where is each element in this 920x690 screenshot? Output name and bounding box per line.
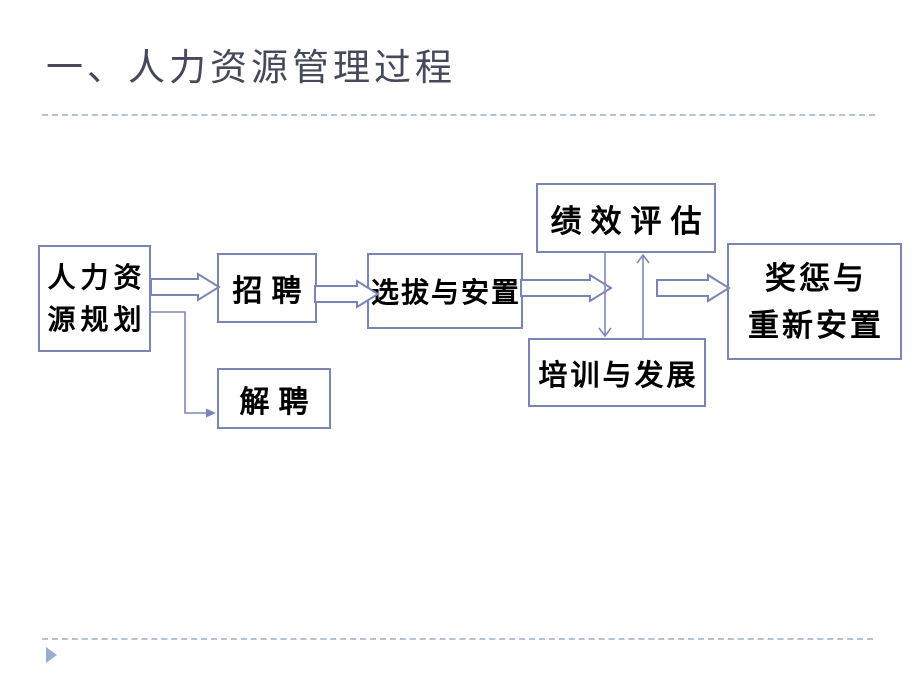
block-arrow-evaluation-to-reward bbox=[656, 273, 731, 303]
node-hr-planning-line1: 人力资 bbox=[47, 261, 147, 293]
node-hr-planning: 人力资 源规划 bbox=[38, 245, 151, 352]
block-arrow-selection-to-evaluation bbox=[520, 273, 613, 303]
node-recruitment-label: 招聘 bbox=[232, 275, 311, 308]
line-arrow-training-to-evaluation bbox=[636, 253, 650, 338]
right-triangle-icon bbox=[46, 647, 57, 663]
title-divider-dashed bbox=[42, 114, 875, 116]
node-performance-evaluation-label: 绩效评估 bbox=[550, 203, 711, 239]
node-hr-planning-line2: 源规划 bbox=[47, 303, 147, 335]
node-reward-replacement-line1: 奖惩与 bbox=[765, 260, 867, 296]
slide-title: 一、人力资源管理过程 bbox=[46, 48, 456, 89]
node-dismissal-label: 解聘 bbox=[239, 385, 318, 419]
node-reward-replacement-line2: 重新安置 bbox=[748, 307, 884, 343]
node-selection-placement: 选拔与安置 bbox=[367, 253, 523, 329]
node-dismissal: 解聘 bbox=[217, 368, 331, 429]
node-performance-evaluation: 绩效评估 bbox=[536, 183, 716, 253]
node-selection-placement-label: 选拔与安置 bbox=[371, 277, 522, 308]
node-reward-replacement: 奖惩与 重新安置 bbox=[727, 243, 902, 360]
block-arrow-planning-to-recruitment bbox=[150, 272, 221, 302]
node-training-development: 培训与发展 bbox=[528, 338, 706, 407]
elbow-arrow-planning-to-dismissal bbox=[151, 311, 216, 418]
node-recruitment: 招聘 bbox=[217, 253, 317, 323]
node-training-development-label: 培训与发展 bbox=[538, 359, 699, 392]
line-arrow-evaluation-to-training bbox=[598, 253, 612, 338]
footer-divider-dashed bbox=[42, 638, 873, 640]
